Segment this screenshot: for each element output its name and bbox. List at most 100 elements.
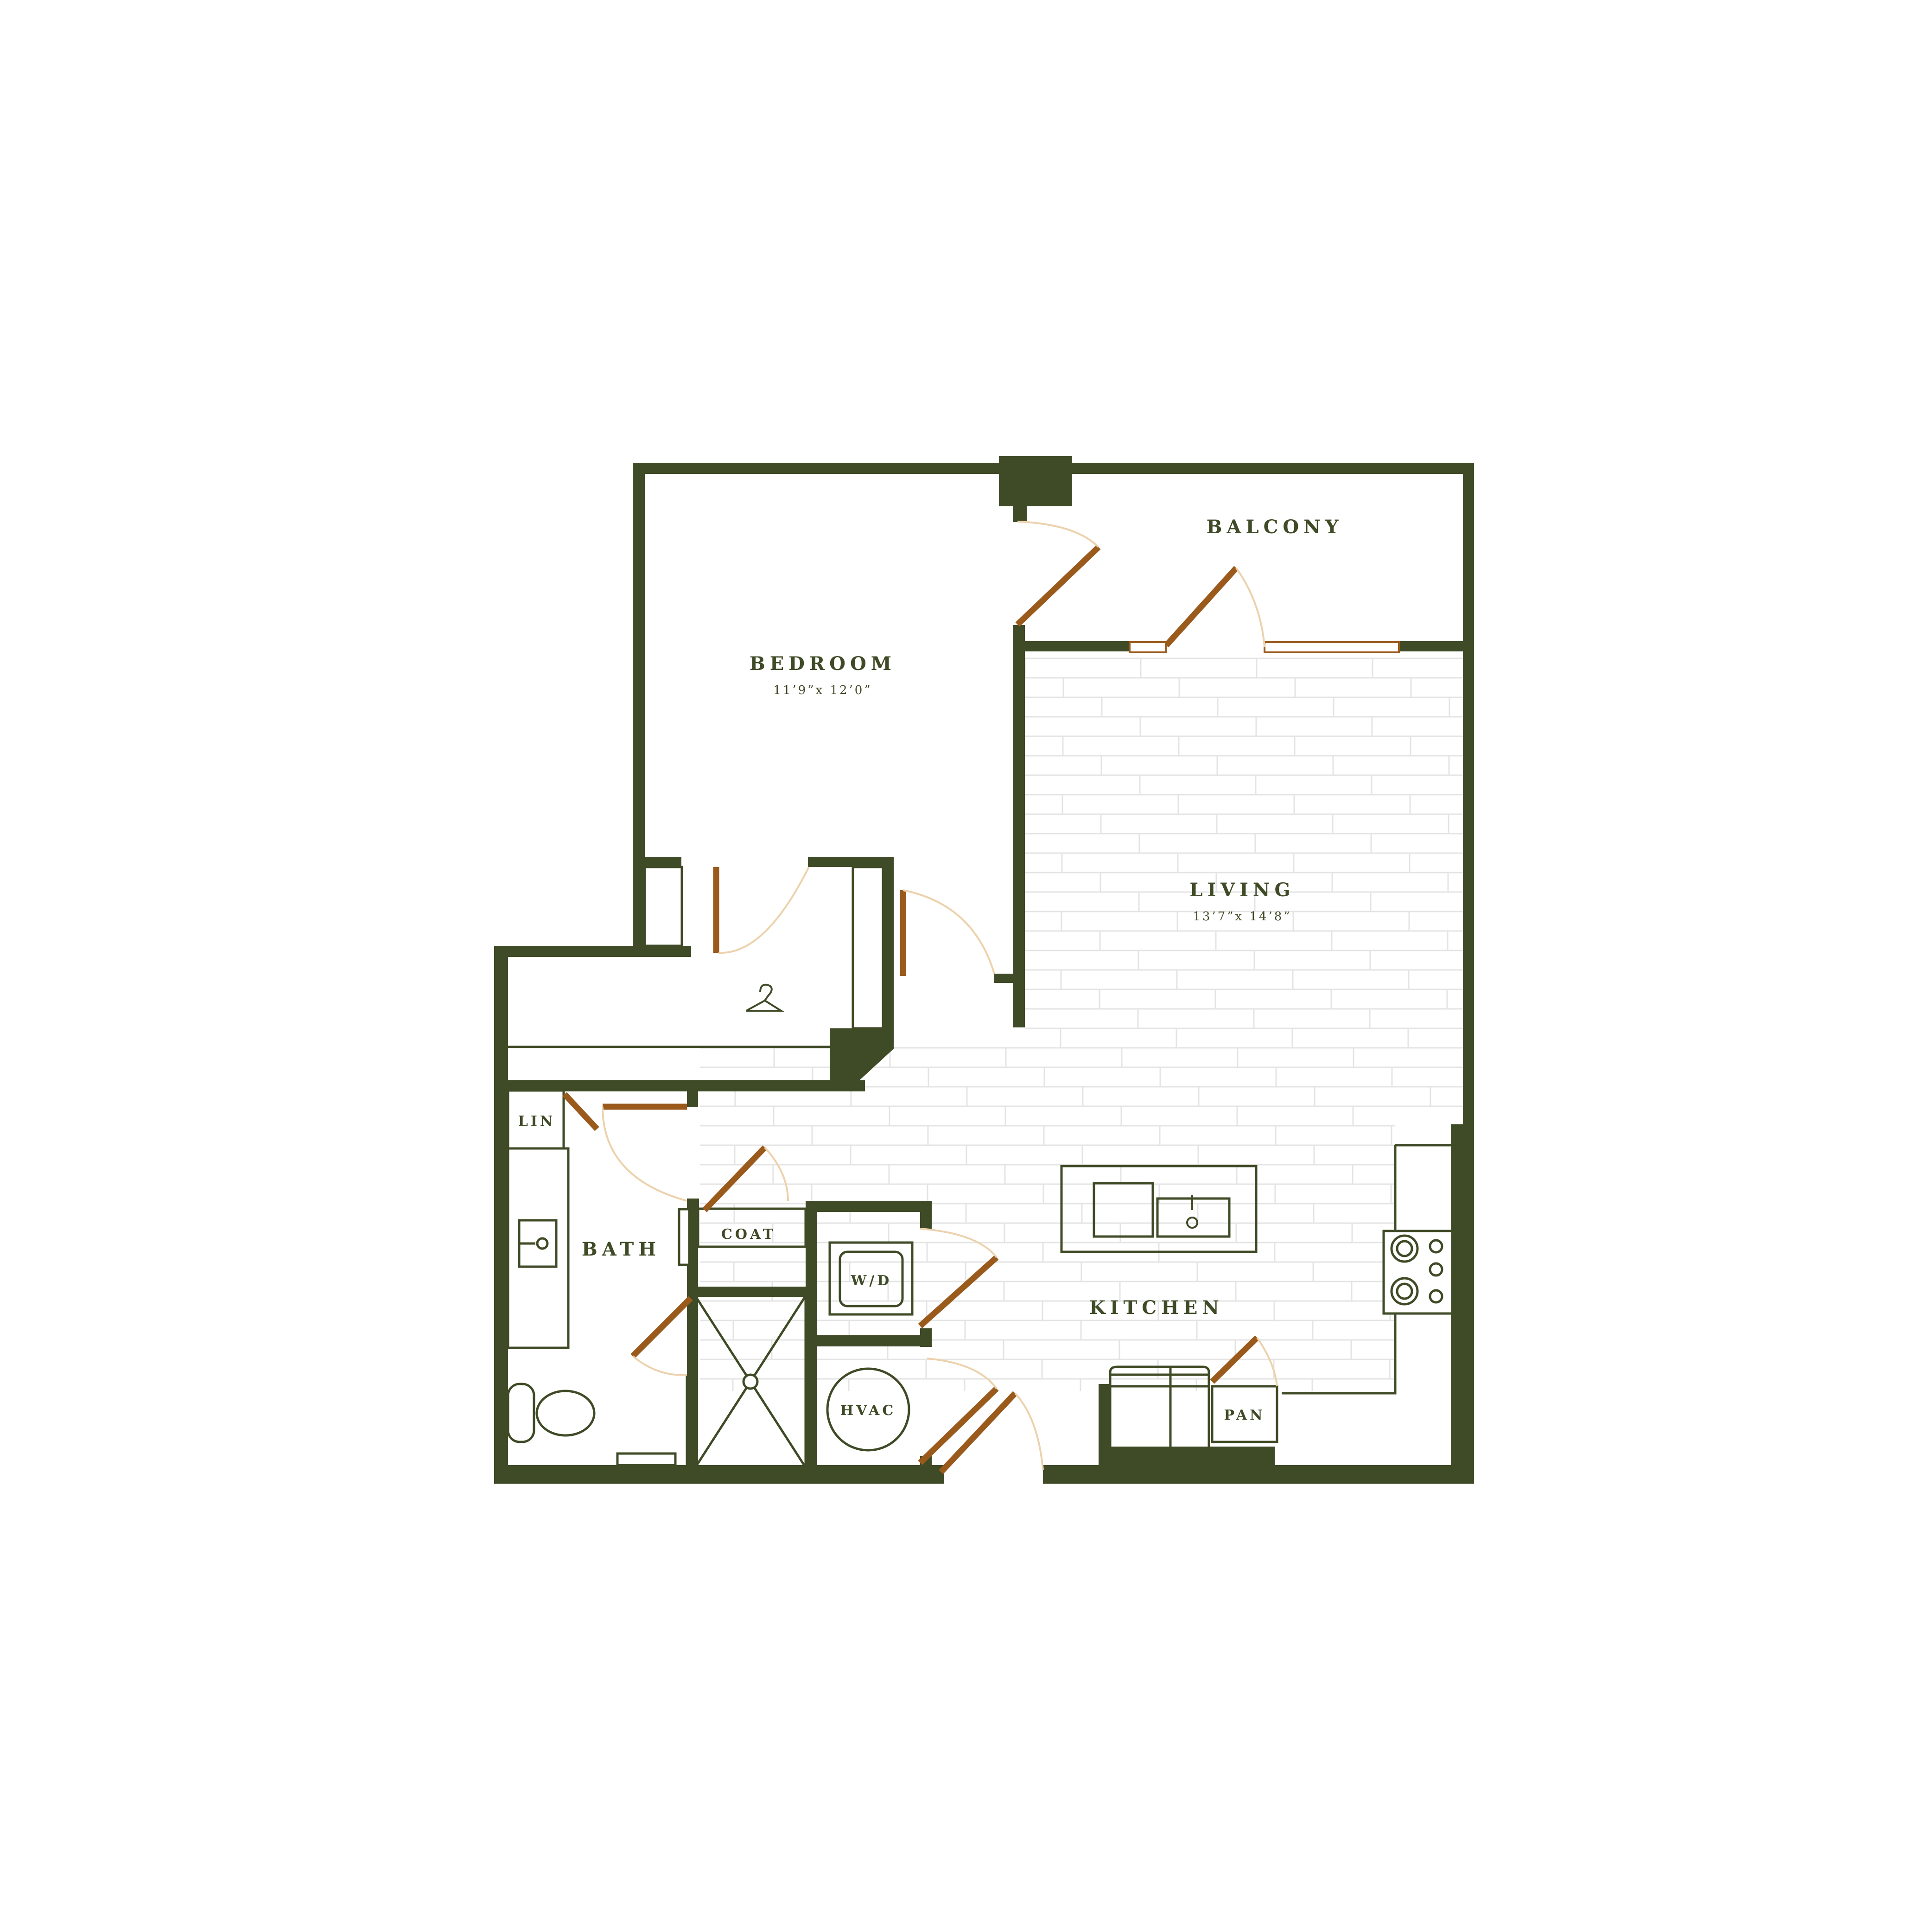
sink-icon [1186,1195,1198,1229]
pantry-label: PAN [1224,1407,1265,1423]
coat-closet [697,1207,807,1248]
hvac-label: HVAC [840,1403,896,1419]
swing-bedroom [902,889,995,974]
swing-pantry [1256,1337,1278,1387]
coat-label: COAT [721,1226,776,1243]
swing-shower [632,1355,687,1376]
structural-column [999,456,1072,506]
swing-balcony-bedroom [1017,521,1099,548]
wall-laundry-top [806,1201,932,1212]
hvac-unit [826,1367,910,1452]
kitchen-counter-block-b [1099,1384,1110,1477]
kitchen-counter-block [1099,1447,1275,1474]
swing-entry [1014,1392,1044,1470]
hanger-icon [746,983,784,1012]
door-coat [702,1145,767,1212]
closet-fixtures [508,866,884,1048]
window-balcony-a [1129,641,1167,653]
wall-balcony-b [1400,641,1474,651]
wall-laundry-jamb [920,1328,932,1347]
door-pantry [1210,1335,1259,1384]
wall-closet-top-a [633,857,681,867]
wall-balcony-left [1013,625,1025,1027]
swing-balcony-living [1235,567,1265,647]
burner-small-a [1429,1239,1443,1254]
wall-closet-jamb [994,974,1022,983]
vanity [507,1147,570,1349]
wall-laundry-mid [806,1335,931,1346]
column-stub [1013,501,1027,522]
island [1060,1165,1258,1253]
island-dishwasher [1093,1182,1154,1238]
window-balcony-b [1264,641,1400,653]
wall-closet-inner [633,857,645,950]
door-shower [630,1296,693,1358]
swing-wd [920,1228,998,1258]
cooktop-icon [1382,1230,1454,1315]
pantry [1211,1385,1278,1443]
wall-bath-top [687,1090,698,1107]
hanger-hook [759,983,773,1001]
wall-right-kitchen [1451,1124,1474,1484]
door-balcony-living [1164,566,1239,648]
door-wd [918,1255,999,1328]
swing-bath-a [602,1106,687,1202]
swing-hvac [927,1358,998,1390]
closet-corner [830,1028,894,1091]
living-dimensions: 13’7”x 14’8” [1193,910,1291,924]
living-label: LIVING [1189,879,1295,901]
doors [562,545,1259,1474]
wall-laundry-right [920,1201,932,1229]
door-swings [602,521,1278,1470]
wall-closet-right [883,857,894,1035]
walls [494,456,1474,1484]
wall-left [494,946,508,1484]
shower-icon [694,1294,807,1469]
kitchen-label: KITCHEN [1089,1297,1224,1319]
door-balcony-bedroom [1015,545,1101,627]
burner-small-b [1429,1262,1443,1277]
burner-large-bottom [1390,1277,1419,1306]
wall-shower-top [687,1287,810,1296]
vanity-drain [536,1237,549,1250]
windows [1129,641,1400,653]
fridge [1109,1373,1210,1467]
washer-dryer-inner [839,1250,904,1307]
bedroom-label: BEDROOM [750,653,896,675]
shower-pan [694,1294,807,1469]
door-hvac [918,1386,999,1465]
kitchen-counters [1060,1144,1453,1467]
toilet-tank [507,1383,535,1443]
swing-coat [764,1147,789,1201]
burner-large-bottom-inner [1396,1282,1413,1300]
bath-vent [616,1452,677,1467]
island-sink [1156,1197,1231,1238]
hanger-body [746,999,784,1012]
coat-rod [678,1208,691,1266]
closet-shelf-left [643,866,683,947]
bath-label: BATH [582,1238,661,1260]
laundry-fixtures [826,1241,914,1452]
fridge-handle [1109,1365,1210,1386]
bath-fixtures [507,1089,807,1470]
swing-closet [718,867,810,954]
washer-dryer-label: W/D [851,1273,892,1289]
linen-label: LIN [518,1113,556,1129]
door-entry [939,1391,1017,1474]
burner-large-top-inner [1396,1240,1413,1257]
balcony-label: BALCONY [1207,516,1343,538]
sink-drain [1186,1217,1198,1229]
wall-closet-north [494,946,691,957]
toilet-bowl [535,1390,596,1437]
wall-closet-top-b [808,857,894,867]
washer-dryer [828,1241,914,1316]
counter-outline [1282,1144,1453,1395]
closet-shelf-right [852,866,884,1030]
burner-large-top [1390,1234,1419,1263]
door-linen [562,1092,599,1131]
burner-small-c [1429,1289,1443,1304]
bedroom-dimensions: 11’9”x 12’0” [773,683,872,697]
wall-balcony-a [1013,641,1130,651]
shower-drain [742,1373,759,1390]
